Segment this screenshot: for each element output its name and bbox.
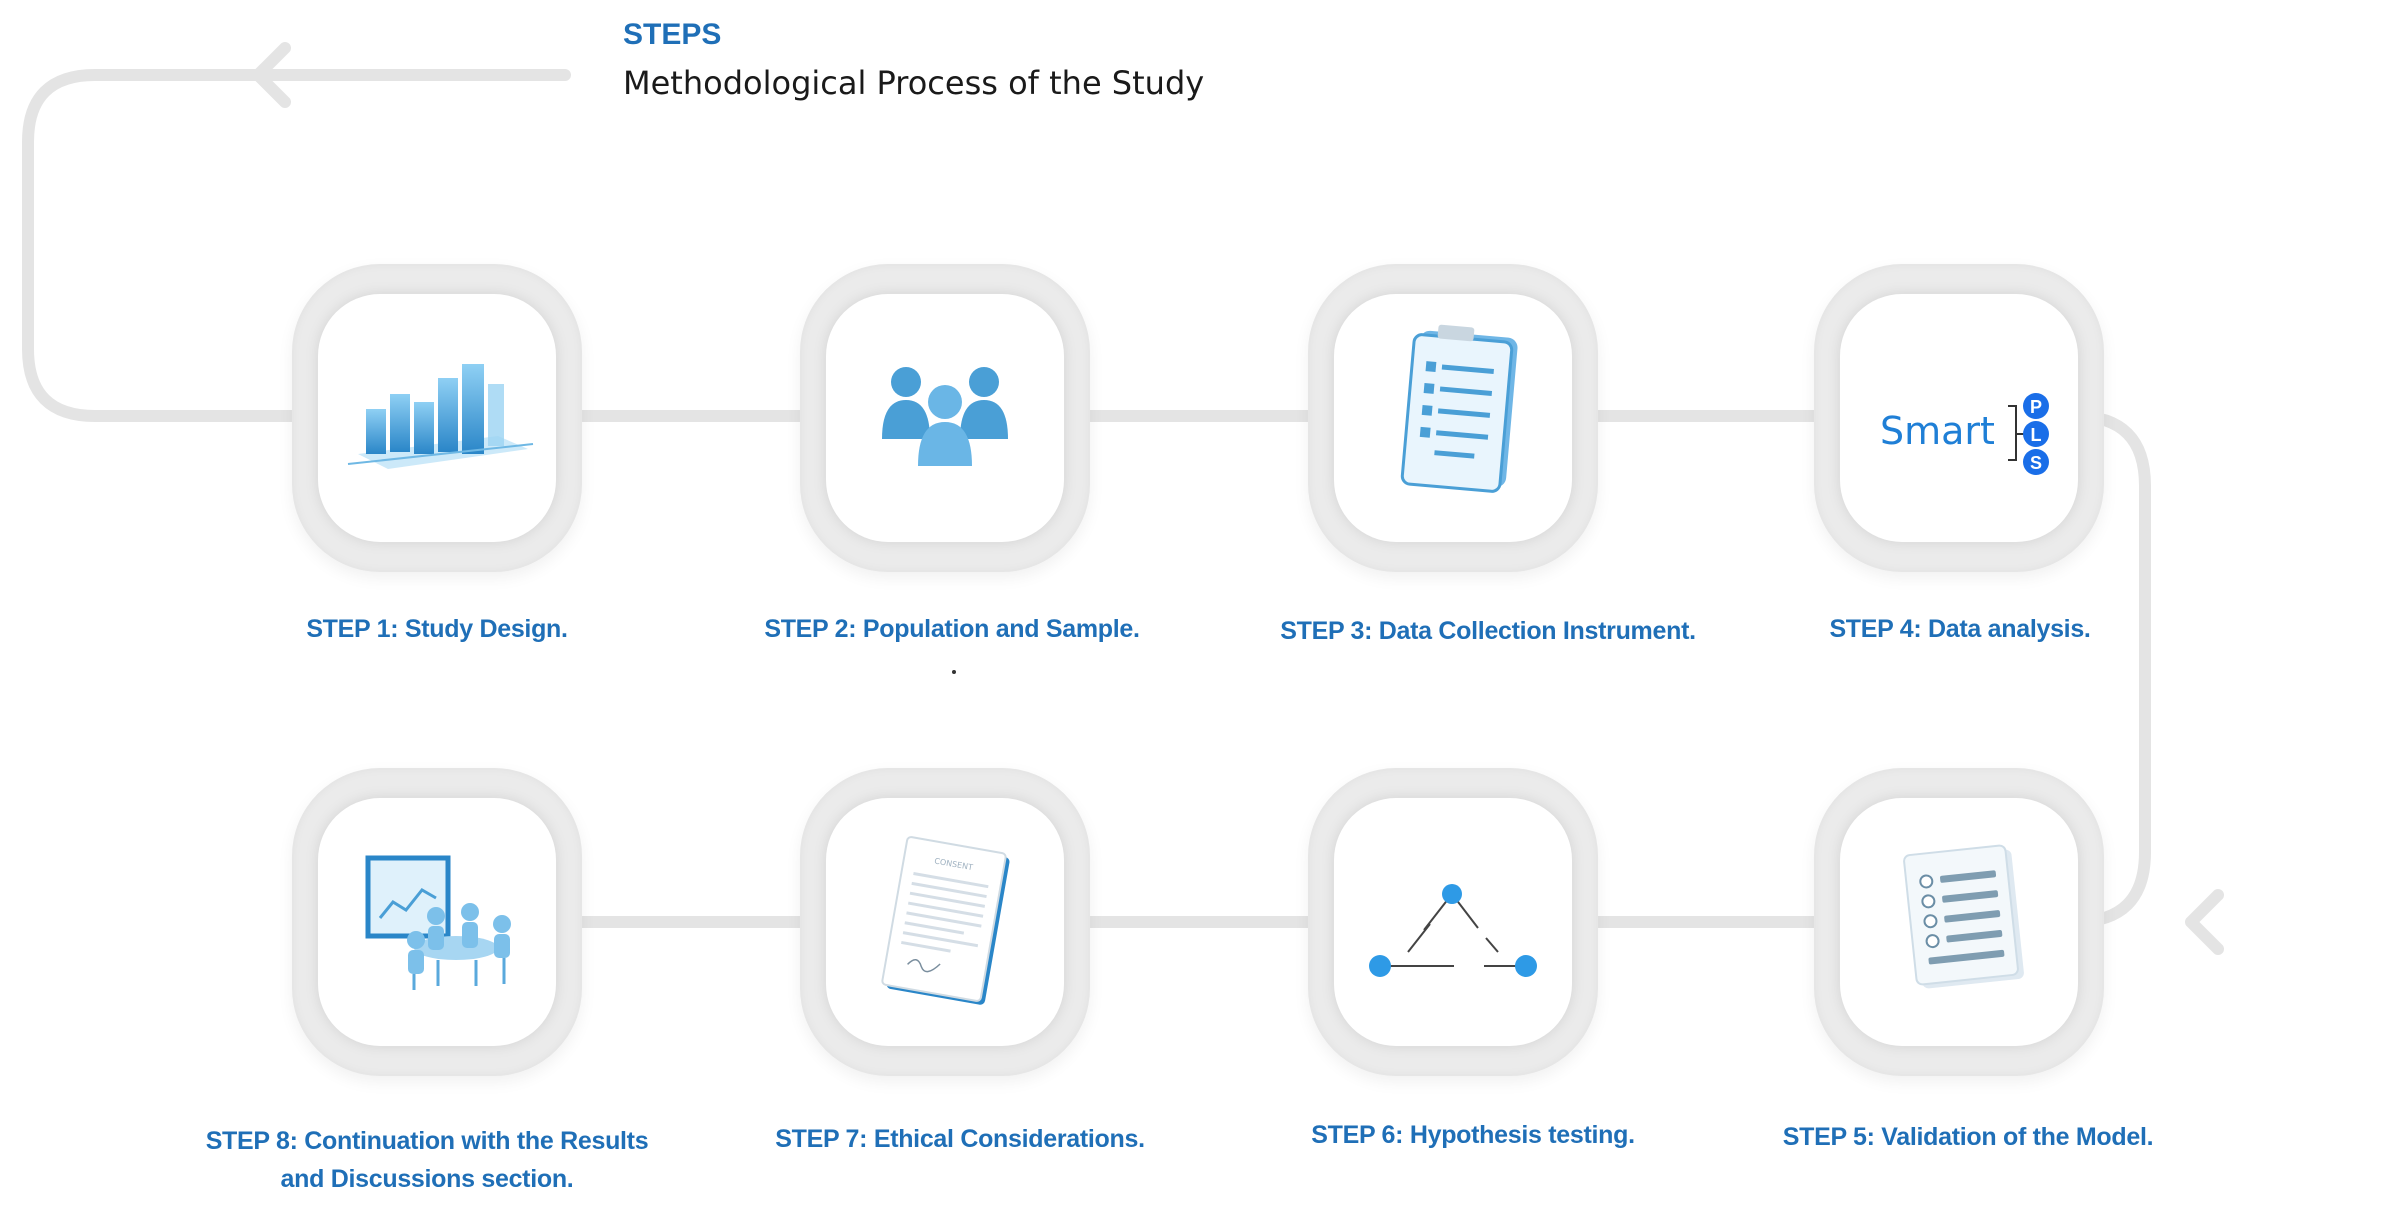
step-6-label: STEP 6: Hypothesis testing. — [1311, 1121, 1635, 1149]
bar-chart-icon — [347, 364, 534, 469]
step-7-tile: CONSENT — [800, 768, 1090, 1076]
presentation-meeting-icon — [365, 855, 511, 990]
step-4-tile: Smart P L S — [1814, 264, 2104, 572]
step-7-label: STEP 7: Ethical Considerations. — [775, 1125, 1145, 1153]
svg-text:P: P — [2030, 397, 2042, 417]
step-8-tile — [292, 768, 582, 1076]
arrow-left-icon — [252, 42, 291, 108]
step-8-label-line-1: STEP 8: Continuation with the Results — [205, 1127, 649, 1155]
clipboard-checklist-icon — [1400, 324, 1518, 493]
step-3-tile — [1308, 264, 1598, 572]
smartpls-logo-icon: Smart P L S — [1880, 393, 2049, 475]
step-5-label: STEP 5: Validation of the Model. — [1782, 1123, 2154, 1151]
stray-dot — [952, 670, 956, 674]
svg-text:S: S — [2030, 453, 2042, 473]
triangle-network-icon — [1369, 884, 1537, 977]
svg-text:L: L — [2031, 425, 2042, 445]
step-1-label: STEP 1: Study Design. — [306, 615, 568, 643]
step-8-label-line-2: and Discussions section. — [280, 1165, 574, 1193]
step-1-tile — [292, 264, 582, 572]
step-3-label: STEP 3: Data Collection Instrument. — [1280, 617, 1696, 645]
logo-text: Smart — [1880, 409, 1995, 453]
consent-document-icon: CONSENT — [881, 836, 1010, 1005]
people-group-icon — [882, 367, 1008, 466]
step-6-tile — [1308, 768, 1598, 1076]
diagram-subtitle: Methodological Process of the Study — [623, 64, 1205, 102]
checklist-document-icon — [1903, 844, 2024, 989]
step-5-tile — [1814, 768, 2104, 1076]
step-2-tile — [800, 264, 1090, 572]
step-4-label: STEP 4: Data analysis. — [1829, 615, 2091, 643]
step-8-label: STEP 8: Continuation with the Results an… — [167, 1122, 687, 1198]
arrow-left-icon — [2185, 889, 2224, 955]
step-2-label: STEP 2: Population and Sample. — [764, 615, 1140, 643]
diagram-title: STEPS — [623, 18, 722, 51]
